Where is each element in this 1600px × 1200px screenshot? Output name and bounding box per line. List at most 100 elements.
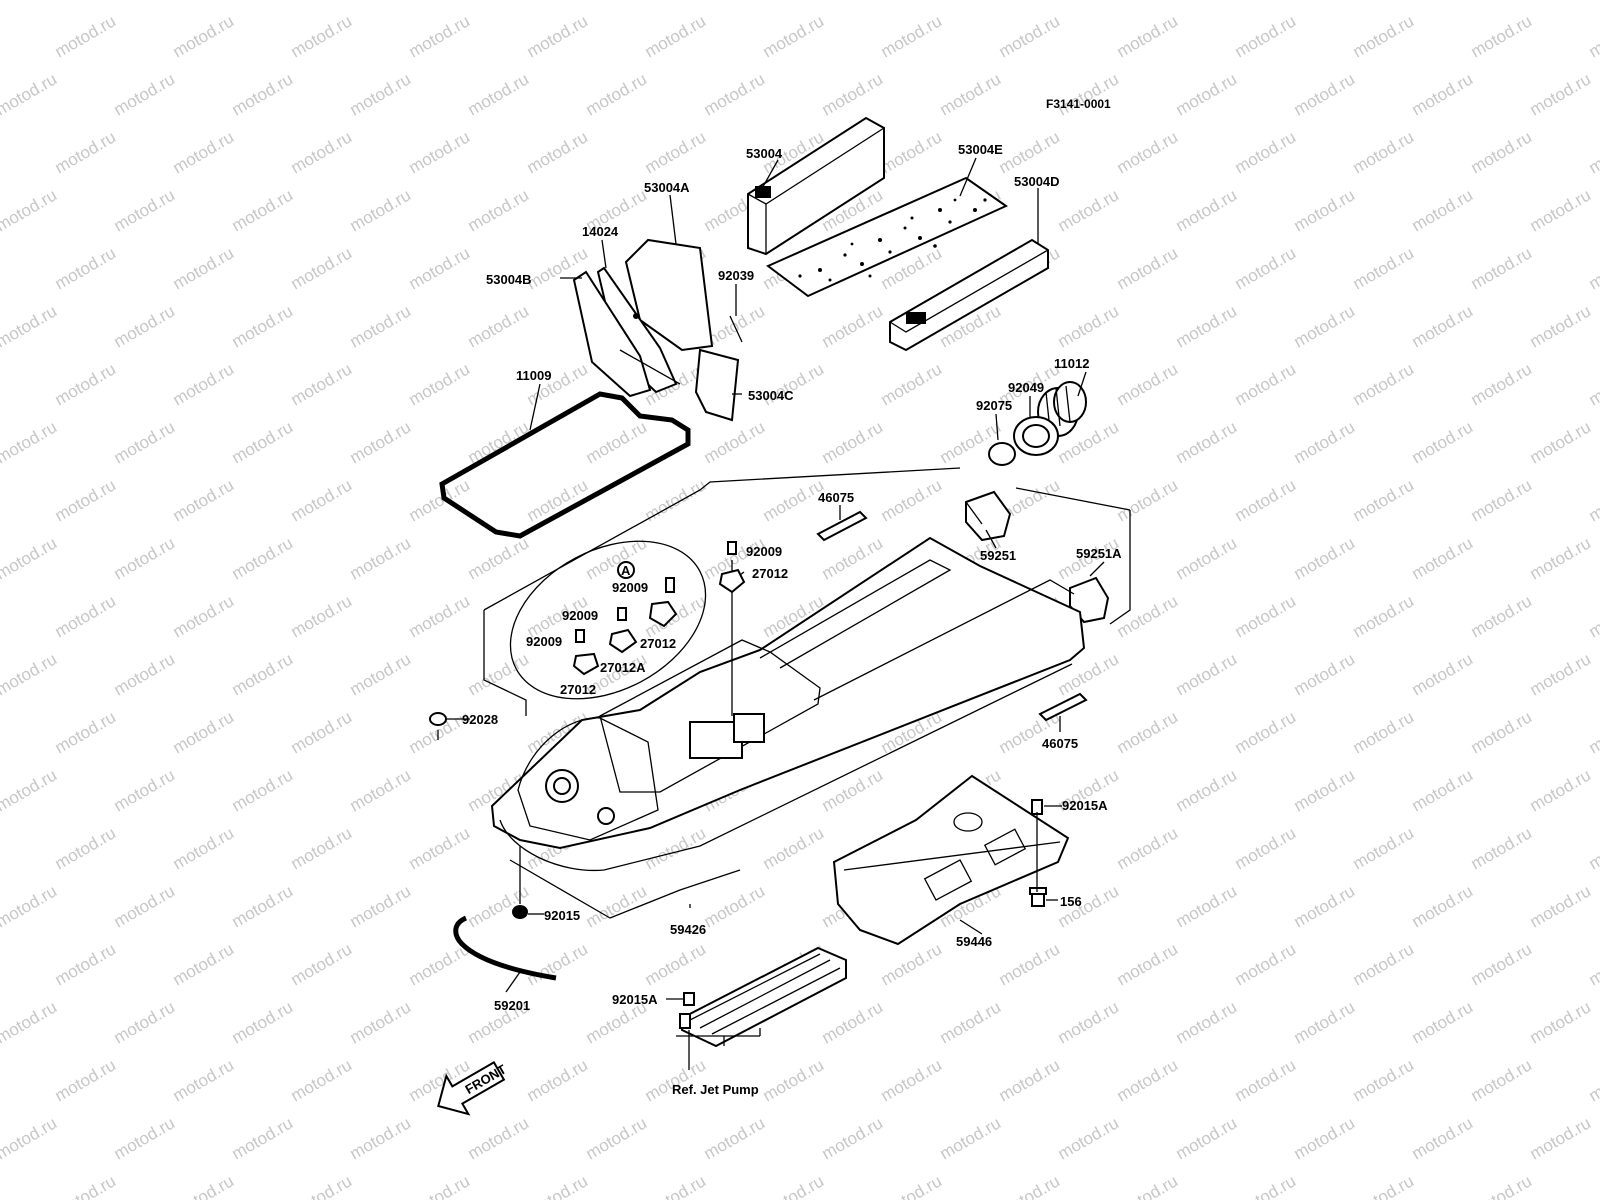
callout-92009-top: 92009 [746, 544, 782, 559]
watermark-text: motod.ru [524, 359, 592, 409]
watermark-text: motod.ru [0, 417, 60, 467]
watermark-text: motod.ru [406, 127, 474, 177]
watermark-text: motod.ru [1586, 475, 1600, 525]
watermark-text: motod.ru [1232, 475, 1300, 525]
watermark-text: motod.ru [288, 707, 356, 757]
watermark-text: motod.ru [406, 475, 474, 525]
watermark-text: motod.ru [229, 997, 297, 1047]
watermark-text: motod.ru [1527, 0, 1595, 3]
watermark-text: motod.ru [347, 649, 415, 699]
watermark-text: motod.ru [1114, 707, 1182, 757]
watermark-text: motod.ru [1350, 707, 1418, 757]
watermark-text: motod.ru [288, 1171, 356, 1200]
watermark-text: motod.ru [878, 11, 946, 61]
watermark-text: motod.ru [1114, 591, 1182, 641]
watermark-text: motod.ru [1114, 127, 1182, 177]
watermark-text: motod.ru [1055, 997, 1123, 1047]
watermark-text: motod.ru [701, 881, 769, 931]
watermark-text: motod.ru [1232, 359, 1300, 409]
leader-lines [437, 157, 1131, 1070]
watermark-text: motod.ru [937, 0, 1005, 3]
detail-fasteners [572, 541, 746, 676]
watermark-text: motod.ru [1586, 1055, 1600, 1105]
watermark-text: motod.ru [111, 185, 179, 235]
watermark-text: motod.ru [642, 127, 710, 177]
watermark-text: motod.ru [1114, 1171, 1182, 1200]
watermark-text: motod.ru [465, 649, 533, 699]
watermark-text: motod.ru [1114, 1055, 1182, 1105]
watermark-text: motod.ru [642, 939, 710, 989]
watermark-text: motod.ru [347, 69, 415, 119]
watermark-text: motod.ru [1527, 997, 1595, 1047]
callout-labels: 53004 53004E 53004D 53004A 14024 53004B … [462, 142, 1122, 1097]
watermark-text: motod.ru [878, 1055, 946, 1105]
watermark-text: motod.ru [1173, 765, 1241, 815]
watermark-text: motod.ru [0, 127, 1, 177]
watermark-text: motod.ru [347, 881, 415, 931]
watermark-text: motod.ru [1291, 649, 1359, 699]
watermark-text: motod.ru [1409, 1113, 1477, 1163]
watermark-text: motod.ru [288, 359, 356, 409]
hull-59426 [490, 536, 1086, 872]
watermark-text: motod.ru [937, 69, 1005, 119]
detail-marker-a-label: A [621, 563, 631, 578]
callout-92009-b: 92009 [562, 608, 598, 623]
watermark-text: motod.ru [111, 1113, 179, 1163]
watermark-text: motod.ru [1409, 0, 1477, 3]
watermark-text: motod.ru [1232, 707, 1300, 757]
plate-59446 [832, 774, 1070, 946]
watermark-text: motod.ru [1468, 475, 1536, 525]
watermark-text: motod.ru [111, 533, 179, 583]
watermark-text: motod.ru [1409, 533, 1477, 583]
watermark-text: motod.ru [1114, 243, 1182, 293]
watermark-text: motod.ru [1173, 69, 1241, 119]
watermark-text: motod.ru [1173, 301, 1241, 351]
watermark-text: motod.ru [0, 301, 60, 351]
callout-92028: 92028 [462, 712, 498, 727]
watermark-text: motod.ru [1114, 475, 1182, 525]
watermark-text: motod.ru [1291, 765, 1359, 815]
watermark-text: motod.ru [0, 939, 1, 989]
watermark-text: motod.ru [0, 707, 1, 757]
watermark-text: motod.ru [583, 0, 651, 3]
watermark-text: motod.ru [0, 591, 1, 641]
watermark-text: motod.ru [111, 417, 179, 467]
ring-92049 [1013, 416, 1059, 456]
watermark-text: motod.ru [1232, 127, 1300, 177]
watermark-text: motod.ru [583, 1113, 651, 1163]
watermark-text: motod.ru [1586, 359, 1600, 409]
watermark-text: motod.ru [288, 11, 356, 61]
watermark-text: motod.ru [347, 765, 415, 815]
watermark-text: motod.ru [1173, 881, 1241, 931]
watermark-text: motod.ru [996, 11, 1064, 61]
watermark-text: motod.ru [406, 1171, 474, 1200]
watermark-text: motod.ru [1586, 823, 1600, 873]
watermark-text: motod.ru [642, 11, 710, 61]
watermark-text: motod.ru [1527, 533, 1595, 583]
callout-92039: 92039 [718, 268, 754, 283]
callout-156: 156 [1060, 894, 1082, 909]
watermark-text: motod.ru [229, 301, 297, 351]
watermark-text: motod.ru [52, 707, 120, 757]
watermark-text: motod.ru [1291, 533, 1359, 583]
watermark-text: motod.ru [465, 0, 533, 3]
callout-59201: 59201 [494, 998, 530, 1013]
watermark-text: motod.ru [642, 1055, 710, 1105]
bolt-92015A-bottom [683, 992, 695, 1006]
watermark-text: motod.ru [1350, 939, 1418, 989]
watermark-text: motod.ru [170, 707, 238, 757]
watermark-text: motod.ru [229, 417, 297, 467]
callout-59251: 59251 [980, 548, 1016, 563]
watermark-text: motod.ru [1527, 69, 1595, 119]
watermark-text: motod.ru [878, 127, 946, 177]
watermark-text: motod.ru [1232, 1171, 1300, 1200]
mat-53004E [766, 176, 1009, 298]
watermark-text: motod.ru [170, 11, 238, 61]
seal-11009 [439, 391, 691, 539]
watermark-text: motod.ru [229, 533, 297, 583]
watermark-text: motod.ru [1232, 243, 1300, 293]
watermark-text: motod.ru [1114, 939, 1182, 989]
watermark-text: motod.ru [1409, 765, 1477, 815]
watermark-text: motod.ru [1173, 185, 1241, 235]
watermark-text: motod.ru [170, 823, 238, 873]
